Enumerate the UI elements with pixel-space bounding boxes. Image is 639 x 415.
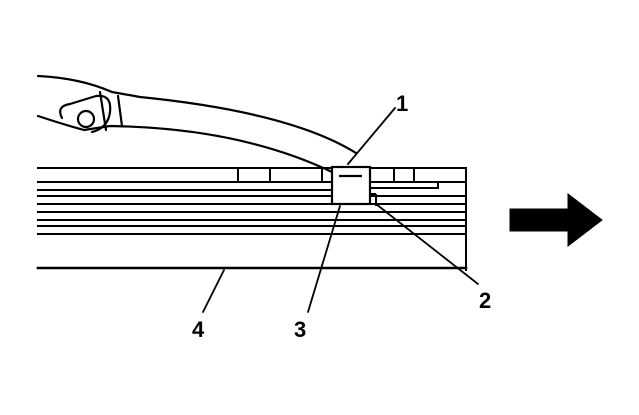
callout-2: 2	[479, 288, 491, 313]
retaining-clip	[330, 165, 372, 206]
wiper-arm	[36, 74, 358, 174]
callout-1: 1	[396, 91, 408, 116]
leader-line-4	[202, 269, 225, 313]
leader-lines	[202, 107, 479, 313]
leader-line-1	[347, 107, 396, 165]
callout-4: 4	[192, 317, 205, 342]
arrow-right-icon	[509, 192, 603, 248]
leader-line-2	[375, 203, 479, 285]
leader-line-3	[307, 205, 341, 313]
wiper-blade	[36, 167, 468, 271]
callout-3: 3	[294, 317, 306, 342]
pivot-hole	[76, 109, 96, 129]
